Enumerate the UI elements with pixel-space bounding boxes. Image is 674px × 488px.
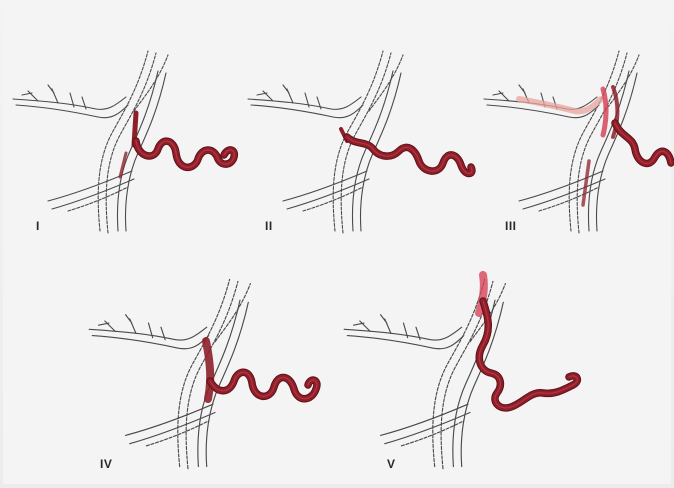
main-vessel-left-wall — [98, 51, 148, 231]
vessel-outline-group — [13, 51, 168, 233]
crossing-vessel-lower — [385, 413, 470, 444]
panel-i: I — [8, 41, 248, 251]
branch-vessel-upper — [344, 327, 462, 340]
upper-branch-wall — [134, 55, 168, 111]
branch-vessel-upper — [89, 327, 207, 340]
panel-iii: III — [479, 41, 674, 251]
crossing-vessel-lower — [130, 413, 215, 444]
main-vessel-left-wall — [178, 279, 230, 466]
main-vessel-right-wall — [106, 53, 156, 233]
crossing-vessel-lower — [287, 179, 369, 209]
upper-branch-wall — [369, 55, 403, 111]
second-vessel-left-wall — [589, 71, 630, 231]
vessel-diagram-v — [333, 261, 593, 476]
vessel-diagram-iv — [78, 261, 338, 476]
panel-label-i: I — [36, 219, 40, 233]
vessel-diagram-ii — [243, 41, 483, 251]
illustration-sheet: I II III IV V — [3, 6, 671, 484]
crossing-vessel-lower — [52, 179, 134, 209]
vessel-diagram-i — [8, 41, 248, 251]
branch-vessel-upper — [13, 97, 126, 109]
panel-iv: IV — [78, 261, 338, 476]
tortuous-artery-shadow — [615, 123, 671, 163]
vessel-outline-group — [89, 279, 250, 468]
branch-vessel-upper — [248, 97, 361, 109]
panel-label-ii: II — [265, 219, 273, 233]
panel-label-v: V — [387, 457, 396, 471]
panel-label-iii: III — [505, 219, 517, 233]
panel-ii: II — [243, 41, 483, 251]
upper-branch-wall — [605, 55, 639, 111]
main-vessel-right-wall — [577, 53, 627, 233]
vessel-outline-group — [248, 51, 403, 233]
vessel-outline-group — [484, 51, 639, 233]
panel-v: V — [333, 261, 593, 476]
lower-segment — [583, 161, 589, 205]
crossing-vessel-lower — [523, 179, 605, 209]
main-vessel-left-wall — [569, 51, 619, 231]
long-origin-segment — [206, 341, 210, 399]
upper-branch-wall — [215, 284, 250, 342]
panel-label-iv: IV — [100, 457, 112, 471]
